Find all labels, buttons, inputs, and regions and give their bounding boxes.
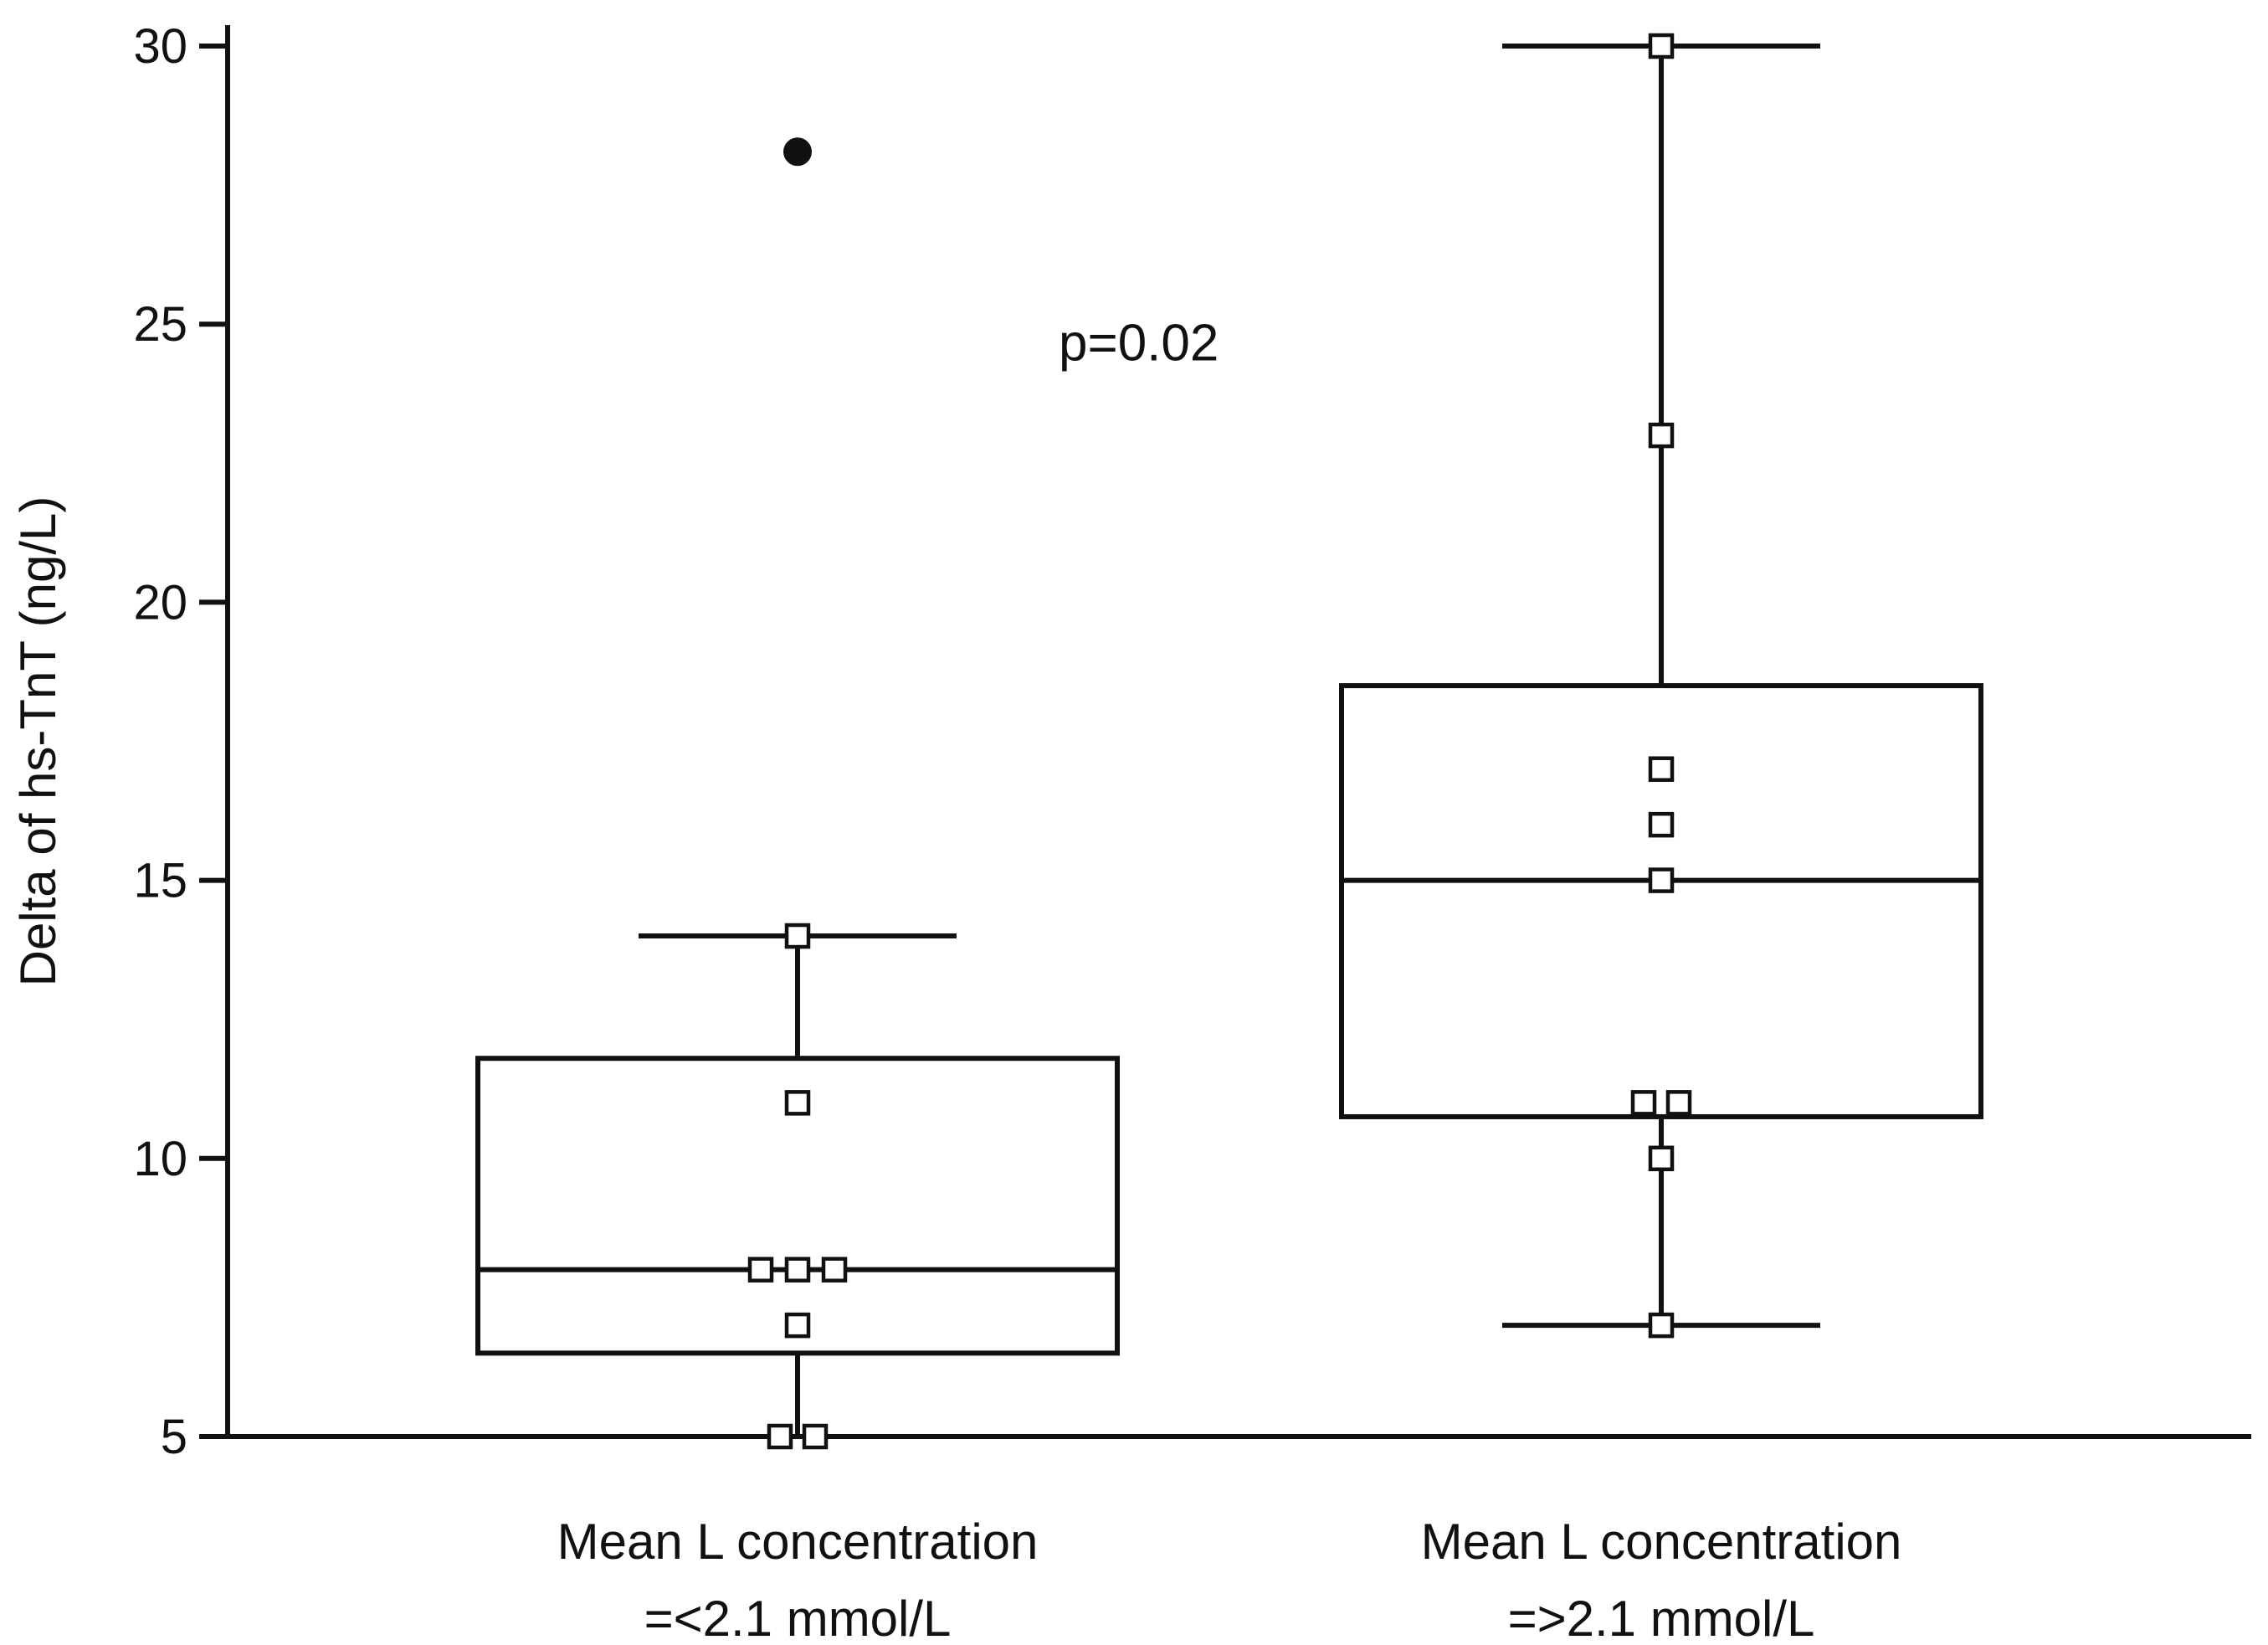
data-point — [1648, 867, 1675, 893]
x-category-label: =<2.1 mmol/L — [644, 1591, 952, 1645]
y-tick-label: 25 — [133, 297, 187, 352]
box-group — [1339, 44, 1983, 1329]
y-tick-label: 10 — [133, 1132, 187, 1186]
y-tick-label: 30 — [133, 19, 187, 74]
y-tick-label: 5 — [161, 1410, 187, 1464]
data-point — [1648, 811, 1675, 838]
data-point — [1630, 1090, 1657, 1116]
y-tick-label: 15 — [133, 854, 187, 908]
data-point — [1648, 422, 1675, 449]
data-point — [1648, 1312, 1675, 1339]
y-axis-label: Delta of hs-TnT (ng/L) — [10, 496, 66, 987]
data-point — [802, 1423, 829, 1450]
box — [475, 1056, 1120, 1356]
data-point — [1648, 756, 1675, 782]
x-category-label: Mean L concentration — [1421, 1514, 1902, 1570]
data-points — [747, 33, 1692, 1450]
box-group — [475, 933, 1120, 1439]
data-point — [784, 1090, 811, 1116]
data-point — [784, 923, 811, 949]
data-point — [767, 1423, 793, 1450]
outlier-point — [783, 137, 812, 167]
data-point — [821, 1257, 848, 1283]
data-point — [784, 1257, 811, 1283]
box — [1339, 683, 1983, 1119]
data-point — [1648, 1145, 1675, 1172]
y-tick-label: 20 — [133, 575, 187, 630]
p-value-annotation: p=0.02 — [1059, 314, 1219, 372]
x-category-label: =>2.1 mmol/L — [1508, 1591, 1815, 1645]
data-point — [784, 1312, 811, 1339]
x-category-label: Mean L concentration — [557, 1514, 1039, 1570]
data-point — [1665, 1090, 1692, 1116]
data-point — [1648, 33, 1675, 59]
data-point — [747, 1257, 774, 1283]
box-groups — [475, 44, 1983, 1439]
